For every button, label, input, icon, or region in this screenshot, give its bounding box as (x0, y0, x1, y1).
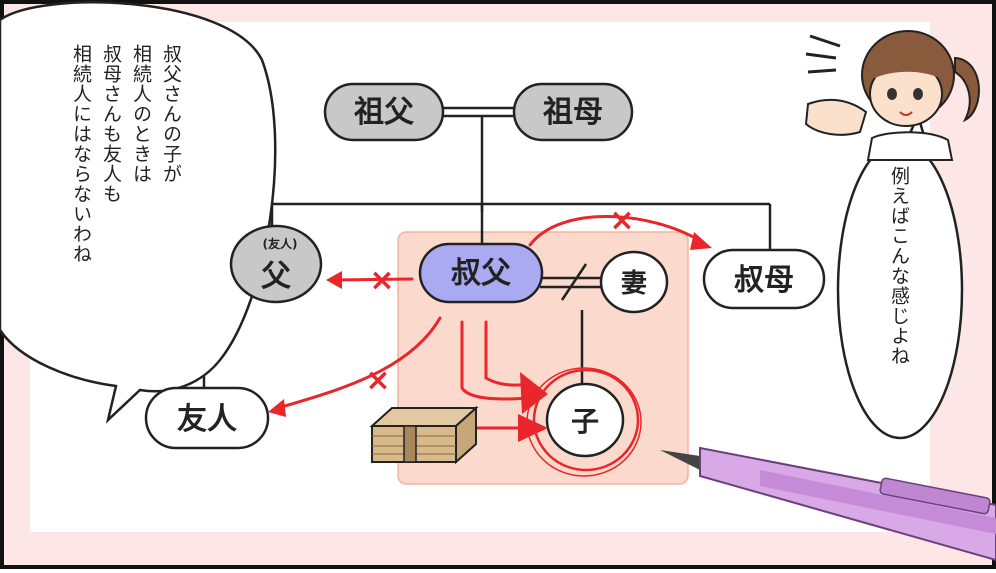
money-bundle-icon (369, 405, 479, 465)
father-prefix-label: (友人) (263, 236, 298, 251)
red-arrows (276, 215, 704, 430)
cross-mark-father: × (369, 263, 394, 298)
speech-left-line2: 相続人のときは (130, 44, 152, 184)
friend-label: 友人 (177, 402, 237, 437)
child-node (545, 382, 625, 458)
girl-character-icon (804, 30, 980, 161)
friend-node (144, 386, 270, 450)
grandfather-node (323, 82, 445, 142)
speech-left-text: 叔父さんの子が 相続人のときは 叔母さんも友人も 相続人にはならないわね (66, 44, 186, 364)
speech-left-line3: 叔母さんも友人も (100, 44, 122, 204)
aunt-label: 叔母 (734, 263, 794, 298)
child-highlight-circle (532, 368, 640, 472)
uncle-label: 叔父 (451, 256, 511, 291)
speech-right-line: 例えばこんな感じよね (888, 166, 910, 366)
red-arrowheads (268, 232, 712, 442)
uncle-node (418, 242, 544, 304)
speech-right-text: 例えばこんな感じよね (886, 166, 912, 416)
grandfather-label: 祖父 (354, 95, 414, 130)
wife-node (599, 250, 669, 314)
speech-left-line4: 相続人にはならないわね (70, 44, 92, 264)
child-label: 子 (571, 405, 599, 438)
pen-icon (660, 446, 996, 562)
father-label: 父 (261, 259, 291, 294)
cross-mark-friend: × (365, 363, 390, 398)
speech-left-line1: 叔父さんの子が (160, 44, 182, 184)
grandmother-node (512, 82, 634, 142)
aunt-node (702, 248, 826, 310)
cross-mark-aunt: × (609, 203, 634, 238)
wife-label: 妻 (621, 269, 647, 299)
grandmother-label: 祖母 (543, 95, 603, 130)
father-node (229, 224, 323, 304)
